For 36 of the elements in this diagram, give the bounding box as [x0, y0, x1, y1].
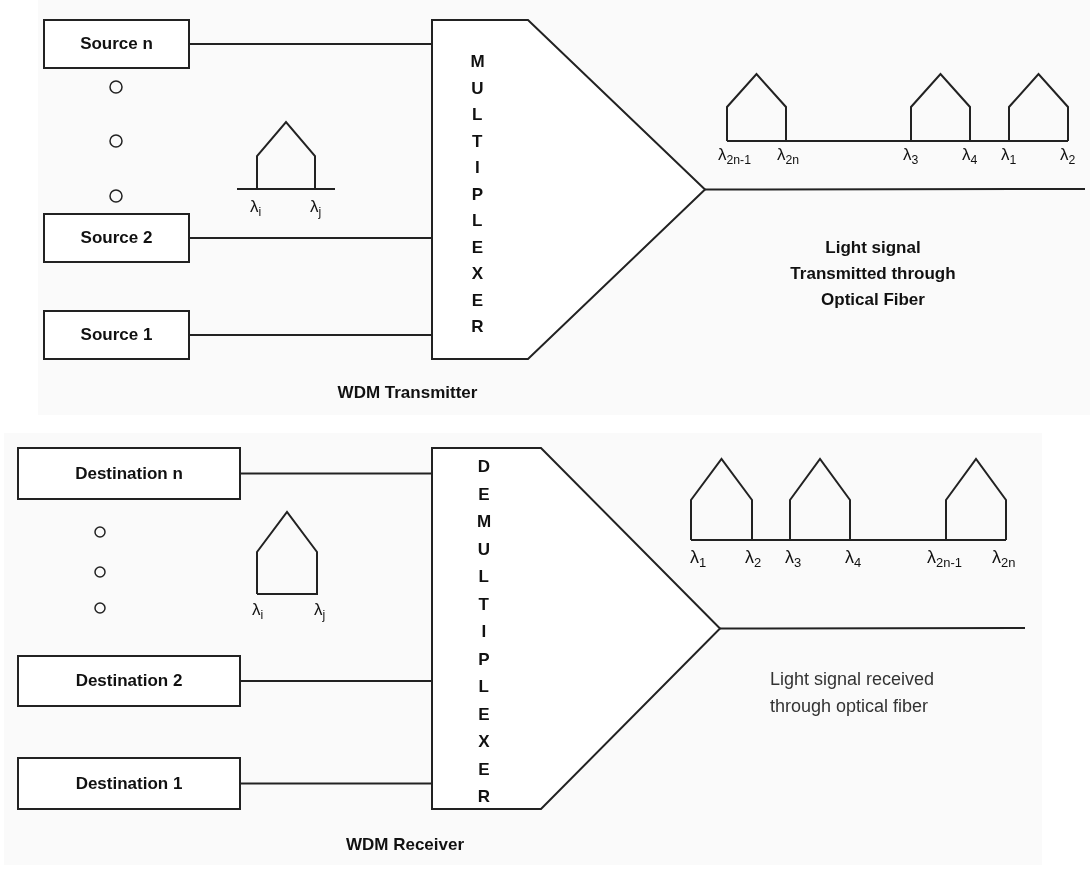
connector-line: [189, 43, 432, 45]
wavelength-label: λ$_{1}$: [690, 547, 707, 570]
wavelength-label: λ$_{j}$: [310, 197, 322, 219]
connector-line: [240, 472, 432, 475]
vertical-block-label: MULTIPLEXER: [470, 51, 485, 338]
panel-title: WDM Receiver: [344, 835, 466, 855]
wavelength-label: λ$_{2n-1}$: [718, 145, 751, 167]
connector-line: [189, 334, 432, 336]
wavelength-label: λ$_{2}$: [745, 547, 762, 570]
connector-line: [189, 237, 432, 239]
wavelength-label: λ$_{1}$: [1001, 145, 1017, 167]
wavelength-label: λ$_{4}$: [845, 547, 862, 570]
wavelength-label: λ$_{i}$: [252, 600, 264, 622]
process-box: Destination n: [17, 447, 241, 500]
wavelength-label: λ$_{j}$: [314, 600, 326, 622]
process-box: Source 1: [43, 310, 190, 360]
wavelength-label: λ$_{2}$: [1060, 145, 1076, 167]
process-box: Destination 2: [17, 655, 241, 707]
wavelength-label: λ$_{i}$: [250, 197, 262, 219]
wavelength-label: λ$_{4}$: [962, 145, 978, 167]
optical-fiber-line: [719, 627, 1026, 630]
signal-description: Light signal received through optical fiber: [770, 668, 936, 718]
panel-title: WDM Transmitter: [336, 383, 479, 403]
connector-line: [240, 680, 432, 682]
wavelength-label: λ$_{3}$: [903, 145, 919, 167]
wavelength-label: λ$_{2n}$: [992, 547, 1016, 570]
wavelength-label: λ$_{2n-1}$: [927, 547, 962, 570]
process-box: Source n: [43, 19, 190, 69]
signal-description: Light signal Transmitted through Optical Fiber: [789, 237, 957, 311]
process-box: Destination 1: [17, 757, 241, 810]
process-box: Source 2: [43, 213, 190, 263]
wavelength-label: λ$_{2n}$: [777, 145, 800, 167]
wavelength-label: λ$_{3}$: [785, 547, 802, 570]
optical-fiber-line: [704, 188, 1086, 191]
connector-line: [240, 782, 432, 785]
vertical-block-label: DEMULTIPLEXER: [477, 456, 491, 808]
